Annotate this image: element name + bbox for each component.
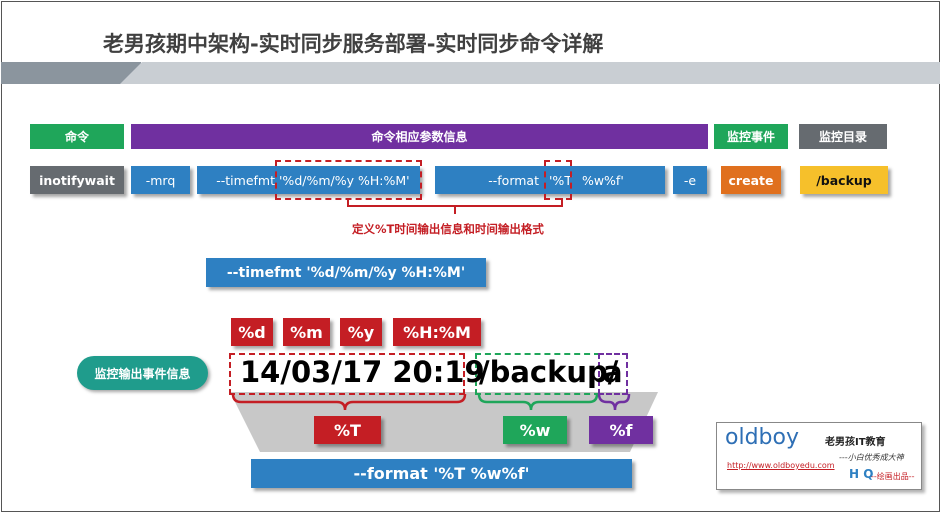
logo-credit: --绘画出品-- (871, 472, 915, 481)
timefmt-value: '%d/%m/%y %H:%M' (279, 172, 410, 188)
timefmt-box: --timefmt '%d/%m/%y %H:%M' (206, 258, 486, 287)
token-d: %d (231, 318, 273, 346)
token-HM: %H:%M (393, 318, 481, 346)
cmd-inotifywait: inotifywait (30, 166, 124, 194)
oldboy-logo: oldboy 老男孩IT教育 ---小白优秀成大神 http://www.old… (716, 422, 922, 490)
timefmt-highlight (275, 160, 422, 200)
token-m: %m (283, 318, 330, 346)
header-params: 命令相应参数信息 (131, 124, 708, 149)
title-band-light (120, 62, 940, 84)
note-bracket (347, 198, 563, 214)
output-file: a (603, 355, 623, 389)
format-value-T: '%T (549, 172, 572, 188)
logo-url: http://www.oldboyedu.com (727, 461, 835, 470)
output-time: 14/03/17 20:19 (240, 355, 485, 389)
token-y: %y (340, 318, 382, 346)
format-token-T: %T (314, 416, 381, 444)
dir-backup: /backup (800, 166, 888, 194)
output-path: /backup/ (479, 355, 619, 389)
param-format: --format '%T %w%f' (435, 166, 665, 194)
output-pill: 监控输出事件信息 (77, 356, 208, 390)
time-highlight (229, 353, 465, 395)
format-token-w: %w (503, 416, 567, 444)
format-token-f: %f (589, 416, 653, 444)
slide-title: 老男孩期中架构-实时同步服务部署-实时同步命令详解 (103, 32, 604, 56)
note-text: 定义%T时间输出信息和时间输出格式 (352, 222, 544, 236)
output-braces (231, 393, 631, 411)
logo-sign: H Q (849, 467, 874, 481)
header-dir: 监控目录 (799, 124, 887, 149)
timefmt-flag: --timefmt (216, 172, 275, 188)
header-command: 命令 (30, 124, 124, 149)
header-event: 监控事件 (714, 124, 788, 149)
param-timefmt: --timefmt '%d/%m/%y %H:%M' (197, 166, 420, 194)
logo-brand: oldboy (725, 425, 799, 450)
format-T-highlight (544, 160, 572, 200)
event-create: create (721, 166, 781, 194)
file-highlight (598, 353, 628, 395)
logo-cn: 老男孩IT教育 (825, 437, 886, 448)
title-band-dark (1, 62, 141, 84)
format-box: --format '%T %w%f' (251, 459, 632, 488)
param-mrq: -mrq (131, 166, 190, 194)
param-e: -e (673, 166, 707, 194)
format-value-rest: %w%f' (581, 172, 624, 188)
logo-slogan: ---小白优秀成大神 (839, 453, 904, 462)
format-flag: --format (488, 172, 539, 188)
